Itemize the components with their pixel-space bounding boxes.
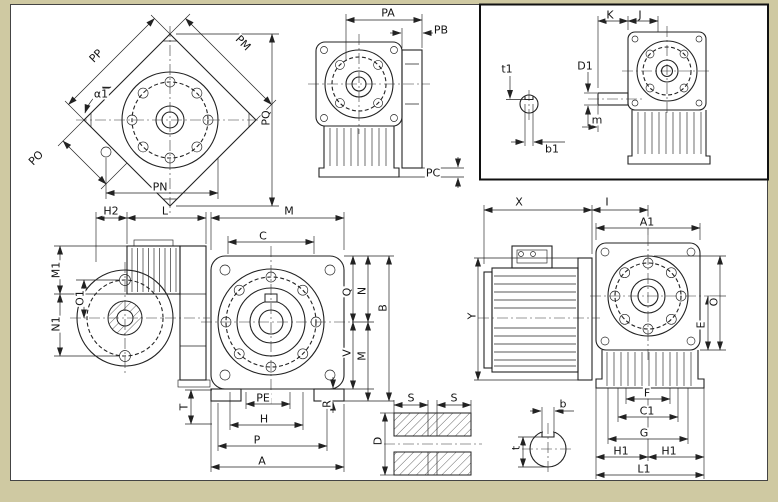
gearbox-output-face-view: [185, 212, 394, 472]
inset-panel-border: [479, 3, 769, 181]
shaft-detail-inset: [479, 3, 769, 181]
shaft-key-end-view: [518, 407, 574, 475]
motor-gearbox-assembly-view: [474, 205, 726, 479]
gearbox-front-view: [308, 14, 464, 188]
hollow-shaft-section-view: [380, 400, 482, 476]
flange-face-view: [57, 13, 279, 214]
